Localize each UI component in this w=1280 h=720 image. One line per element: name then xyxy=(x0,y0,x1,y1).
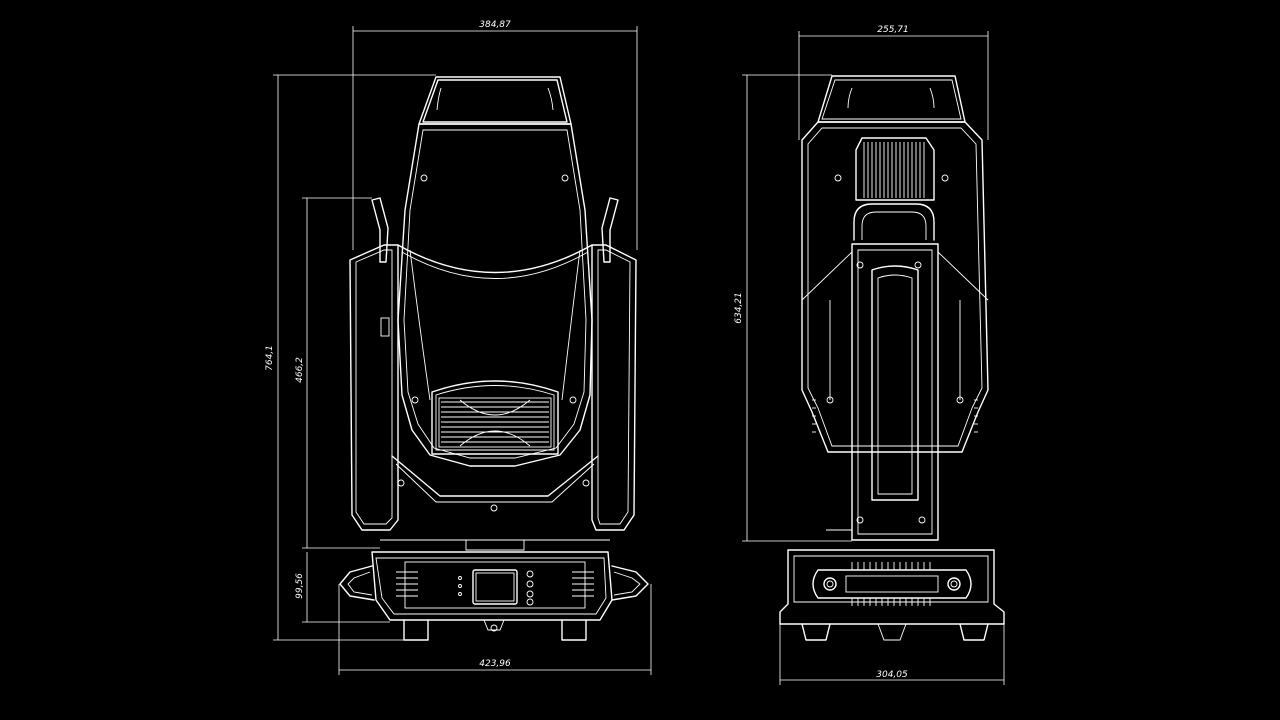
dim-front-height-base: 99,56 xyxy=(295,573,305,599)
dim-front-height-head: 466,2 xyxy=(295,357,305,383)
dim-side-width-base: 304,05 xyxy=(876,670,908,680)
side-dimension-lines xyxy=(742,31,1005,685)
dim-side-height: 634,21 xyxy=(734,292,744,324)
front-view xyxy=(339,76,649,641)
dim-front-height-total: 764,1 xyxy=(265,345,275,371)
dim-side-width-top: 255,71 xyxy=(877,25,909,35)
dim-front-width-top: 384,87 xyxy=(479,20,511,30)
front-dimension-lines xyxy=(273,26,652,675)
dim-front-width-base: 423,96 xyxy=(479,659,511,669)
side-view xyxy=(779,75,1005,641)
